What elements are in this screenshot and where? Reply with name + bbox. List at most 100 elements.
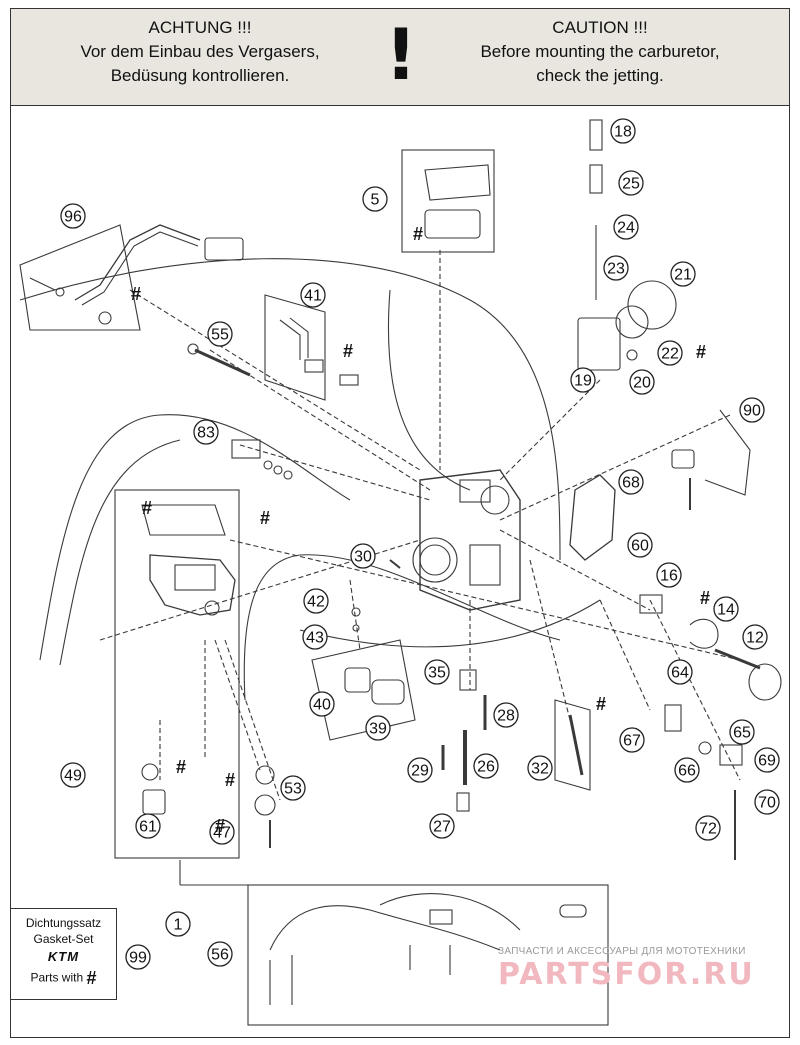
callout-circle [309, 691, 335, 717]
cable-loop [243, 554, 561, 701]
ktm-logo: KTM [47, 949, 80, 964]
callout-40: 40 [309, 691, 335, 717]
callout-number: 39 [369, 721, 387, 738]
callout-66: 66 [674, 757, 700, 783]
hash-marker: # [215, 816, 225, 836]
callout-number: 19 [574, 373, 592, 390]
callout-number: 14 [717, 602, 735, 619]
hash-marker: # [131, 284, 141, 304]
warning-german: ACHTUNG !!! Vor dem Einbau des Vergasers… [40, 16, 360, 88]
callout-circle [165, 911, 191, 937]
group-box-96 [19, 224, 141, 331]
callout-circle [302, 624, 328, 650]
hash-marker: # [176, 757, 186, 777]
callout-16: 16 [656, 562, 682, 588]
callout-circle [280, 775, 306, 801]
throttle-cable-left [39, 414, 351, 661]
callout-55: 55 [207, 321, 233, 347]
callout-39: 39 [365, 715, 391, 741]
hash-marker: # [260, 508, 270, 528]
callout-circle [657, 340, 683, 366]
callout-41: 41 [300, 282, 326, 308]
callout-number: 1 [174, 917, 183, 934]
callout-42: 42 [303, 588, 329, 614]
kit-line-en: Gasket-Set [33, 932, 94, 946]
callout-32: 32 [527, 755, 553, 781]
callout-28: 28 [493, 702, 519, 728]
callout-number: 28 [497, 708, 515, 725]
warning-english: CAUTION !!! Before mounting the carburet… [440, 16, 760, 88]
callout-circle [303, 588, 329, 614]
callout-number: 5 [371, 192, 380, 209]
callout-number: 24 [617, 220, 635, 237]
group-box-56 [247, 884, 609, 1026]
callout-circle [362, 186, 388, 212]
callout-circle [193, 419, 219, 445]
callout-number: 49 [64, 768, 82, 785]
callout-number: 16 [660, 568, 678, 585]
callout-72: 72 [695, 815, 721, 841]
callout-circle [60, 203, 86, 229]
callout-14: 14 [713, 596, 739, 622]
callout-circle [207, 321, 233, 347]
hash-marker: # [696, 342, 706, 362]
callout-60: 60 [627, 532, 653, 558]
callout-number: 32 [531, 761, 549, 778]
callout-circle [209, 819, 235, 845]
callout-circle [365, 715, 391, 741]
throttle-cover [569, 474, 616, 561]
callout-circle [300, 282, 326, 308]
callout-number: 20 [633, 375, 651, 392]
warning-english-line2: check the jetting. [536, 66, 664, 85]
callout-20: 20 [629, 369, 655, 395]
hash-marker: # [413, 224, 423, 244]
callout-64: 64 [667, 659, 693, 685]
callout-number: 56 [211, 947, 229, 964]
callout-21: 21 [670, 261, 696, 287]
callout-number: 42 [307, 594, 325, 611]
callout-circle [739, 397, 765, 423]
callout-67: 67 [619, 727, 645, 753]
callout-53: 53 [280, 775, 306, 801]
callout-circle [570, 367, 596, 393]
callout-number: 60 [631, 538, 649, 555]
callout-29: 29 [407, 757, 433, 783]
warning-english-line1: Before mounting the carburetor, [480, 42, 720, 61]
callout-number: 43 [306, 630, 324, 647]
callout-number: 18 [614, 124, 632, 141]
callout-65: 65 [729, 719, 755, 745]
callout-19: 19 [570, 367, 596, 393]
callout-number: 35 [428, 665, 446, 682]
callout-circle [613, 214, 639, 240]
watermark-tagline: ЗАПЧАСТИ И АКСЕССУАРЫ ДЛЯ МОТОТЕХНИКИ [498, 946, 746, 957]
callout-43: 43 [302, 624, 328, 650]
callout-circle [619, 727, 645, 753]
watermark: ЗАПЧАСТИ И АКСЕССУАРЫ ДЛЯ МОТОТЕХНИКИ PA… [498, 946, 788, 992]
callout-number: 53 [284, 781, 302, 798]
group-box-39 [311, 639, 416, 741]
callout-circle [424, 659, 450, 685]
callout-24: 24 [613, 214, 639, 240]
top-cover [424, 164, 491, 201]
warning-german-line1: Vor dem Einbau des Vergasers, [80, 42, 320, 61]
callout-circle [135, 813, 161, 839]
slide [577, 317, 621, 371]
callout-number: 96 [64, 209, 82, 226]
callout-number: 55 [211, 327, 229, 344]
warning-english-title: CAUTION !!! [552, 18, 648, 37]
callout-number: 70 [758, 795, 776, 812]
watermark-logo: PARTSFOR.RU [498, 957, 755, 992]
kit-line-parts: Parts with [30, 970, 84, 985]
kit-line-de: Dichtungssatz [25, 916, 102, 930]
callout-number: 69 [758, 753, 776, 770]
callout-number: 40 [313, 697, 331, 714]
carburetor-bore [412, 537, 458, 583]
callout-number: 27 [433, 819, 451, 836]
callout-12: 12 [742, 624, 768, 650]
group-box-32 [554, 699, 591, 791]
callout-circle [350, 543, 376, 569]
callout-circle [429, 813, 455, 839]
gasket-kit-box: Dichtungssatz Gasket-Set KTM Parts with … [10, 908, 117, 1000]
